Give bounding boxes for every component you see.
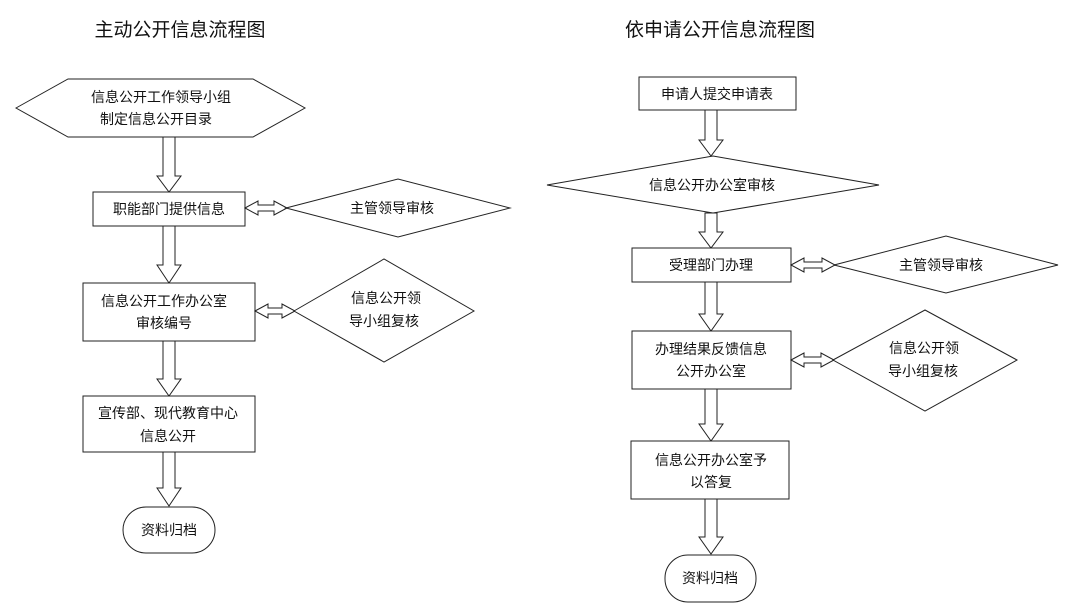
left-step3-line1: 宣传部、现代教育中心: [98, 406, 238, 422]
right-step2-line2: 公开办公室: [676, 363, 746, 380]
left-review2-line1: 信息公开领: [351, 290, 421, 307]
down-arrow-icon: [698, 109, 724, 157]
right-review2-line2: 导小组复核: [888, 363, 958, 380]
down-arrow-icon: [698, 281, 724, 332]
right-end-label: 资料归档: [682, 570, 738, 587]
right-step2-line1: 办理结果反馈信息: [655, 341, 767, 358]
double-arrow-icon: [243, 200, 289, 216]
left-review1-diamond: [284, 178, 512, 238]
left-step1-box: [92, 191, 246, 227]
right-step2-box: [631, 330, 792, 390]
down-arrow-icon: [698, 212, 724, 249]
right-review0-diamond: [546, 155, 880, 214]
right-step3-line1: 信息公开办公室予: [655, 452, 767, 469]
right-step1-label: 受理部门办理: [669, 258, 753, 274]
right-review2-line1: 信息公开领: [889, 340, 959, 357]
down-arrow-icon: [156, 340, 182, 397]
left-step2-line2: 审核编号: [136, 316, 192, 332]
right-end-terminal: [664, 554, 757, 603]
left-end-label: 资料归档: [141, 522, 197, 539]
down-arrow-icon: [156, 136, 182, 193]
left-review1-label: 主管领导审核: [350, 201, 434, 217]
double-arrow-icon: [789, 257, 837, 273]
left-step2-line1: 信息公开工作办公室: [101, 293, 227, 310]
right-review0-label: 信息公开办公室审核: [649, 177, 775, 194]
left-start-line2: 制定信息公开目录: [100, 111, 212, 128]
right-flow-title: 依申请公开信息流程图: [625, 19, 815, 41]
down-arrow-icon: [156, 225, 182, 284]
down-arrow-icon: [156, 451, 182, 507]
down-arrow-icon: [698, 498, 724, 555]
double-arrow-icon: [789, 352, 836, 368]
right-step1-box: [631, 247, 792, 283]
right-step3-box: [630, 440, 790, 500]
left-step1-label: 职能部门提供信息: [113, 201, 225, 218]
left-review2-line2: 导小组复核: [349, 313, 419, 330]
double-arrow-icon: [253, 303, 297, 319]
right-review1-label: 主管领导审核: [899, 258, 983, 274]
left-start-line1: 信息公开工作领导小组: [91, 89, 231, 106]
right-step0-label: 申请人提交申请表: [661, 86, 773, 103]
left-start-hexagon: [14, 78, 307, 138]
left-review2-diamond: [292, 258, 476, 363]
left-flow-title: 主动公开信息流程图: [94, 19, 265, 41]
right-step0-box: [638, 76, 797, 111]
down-arrow-icon: [698, 388, 724, 442]
right-review1-diamond: [833, 235, 1059, 294]
left-end-terminal: [122, 506, 216, 554]
left-step2-box: [82, 282, 256, 342]
left-step3-line2: 信息公开: [140, 428, 196, 445]
right-review2-diamond: [831, 309, 1019, 412]
right-step3-line2: 以答复: [690, 474, 732, 491]
